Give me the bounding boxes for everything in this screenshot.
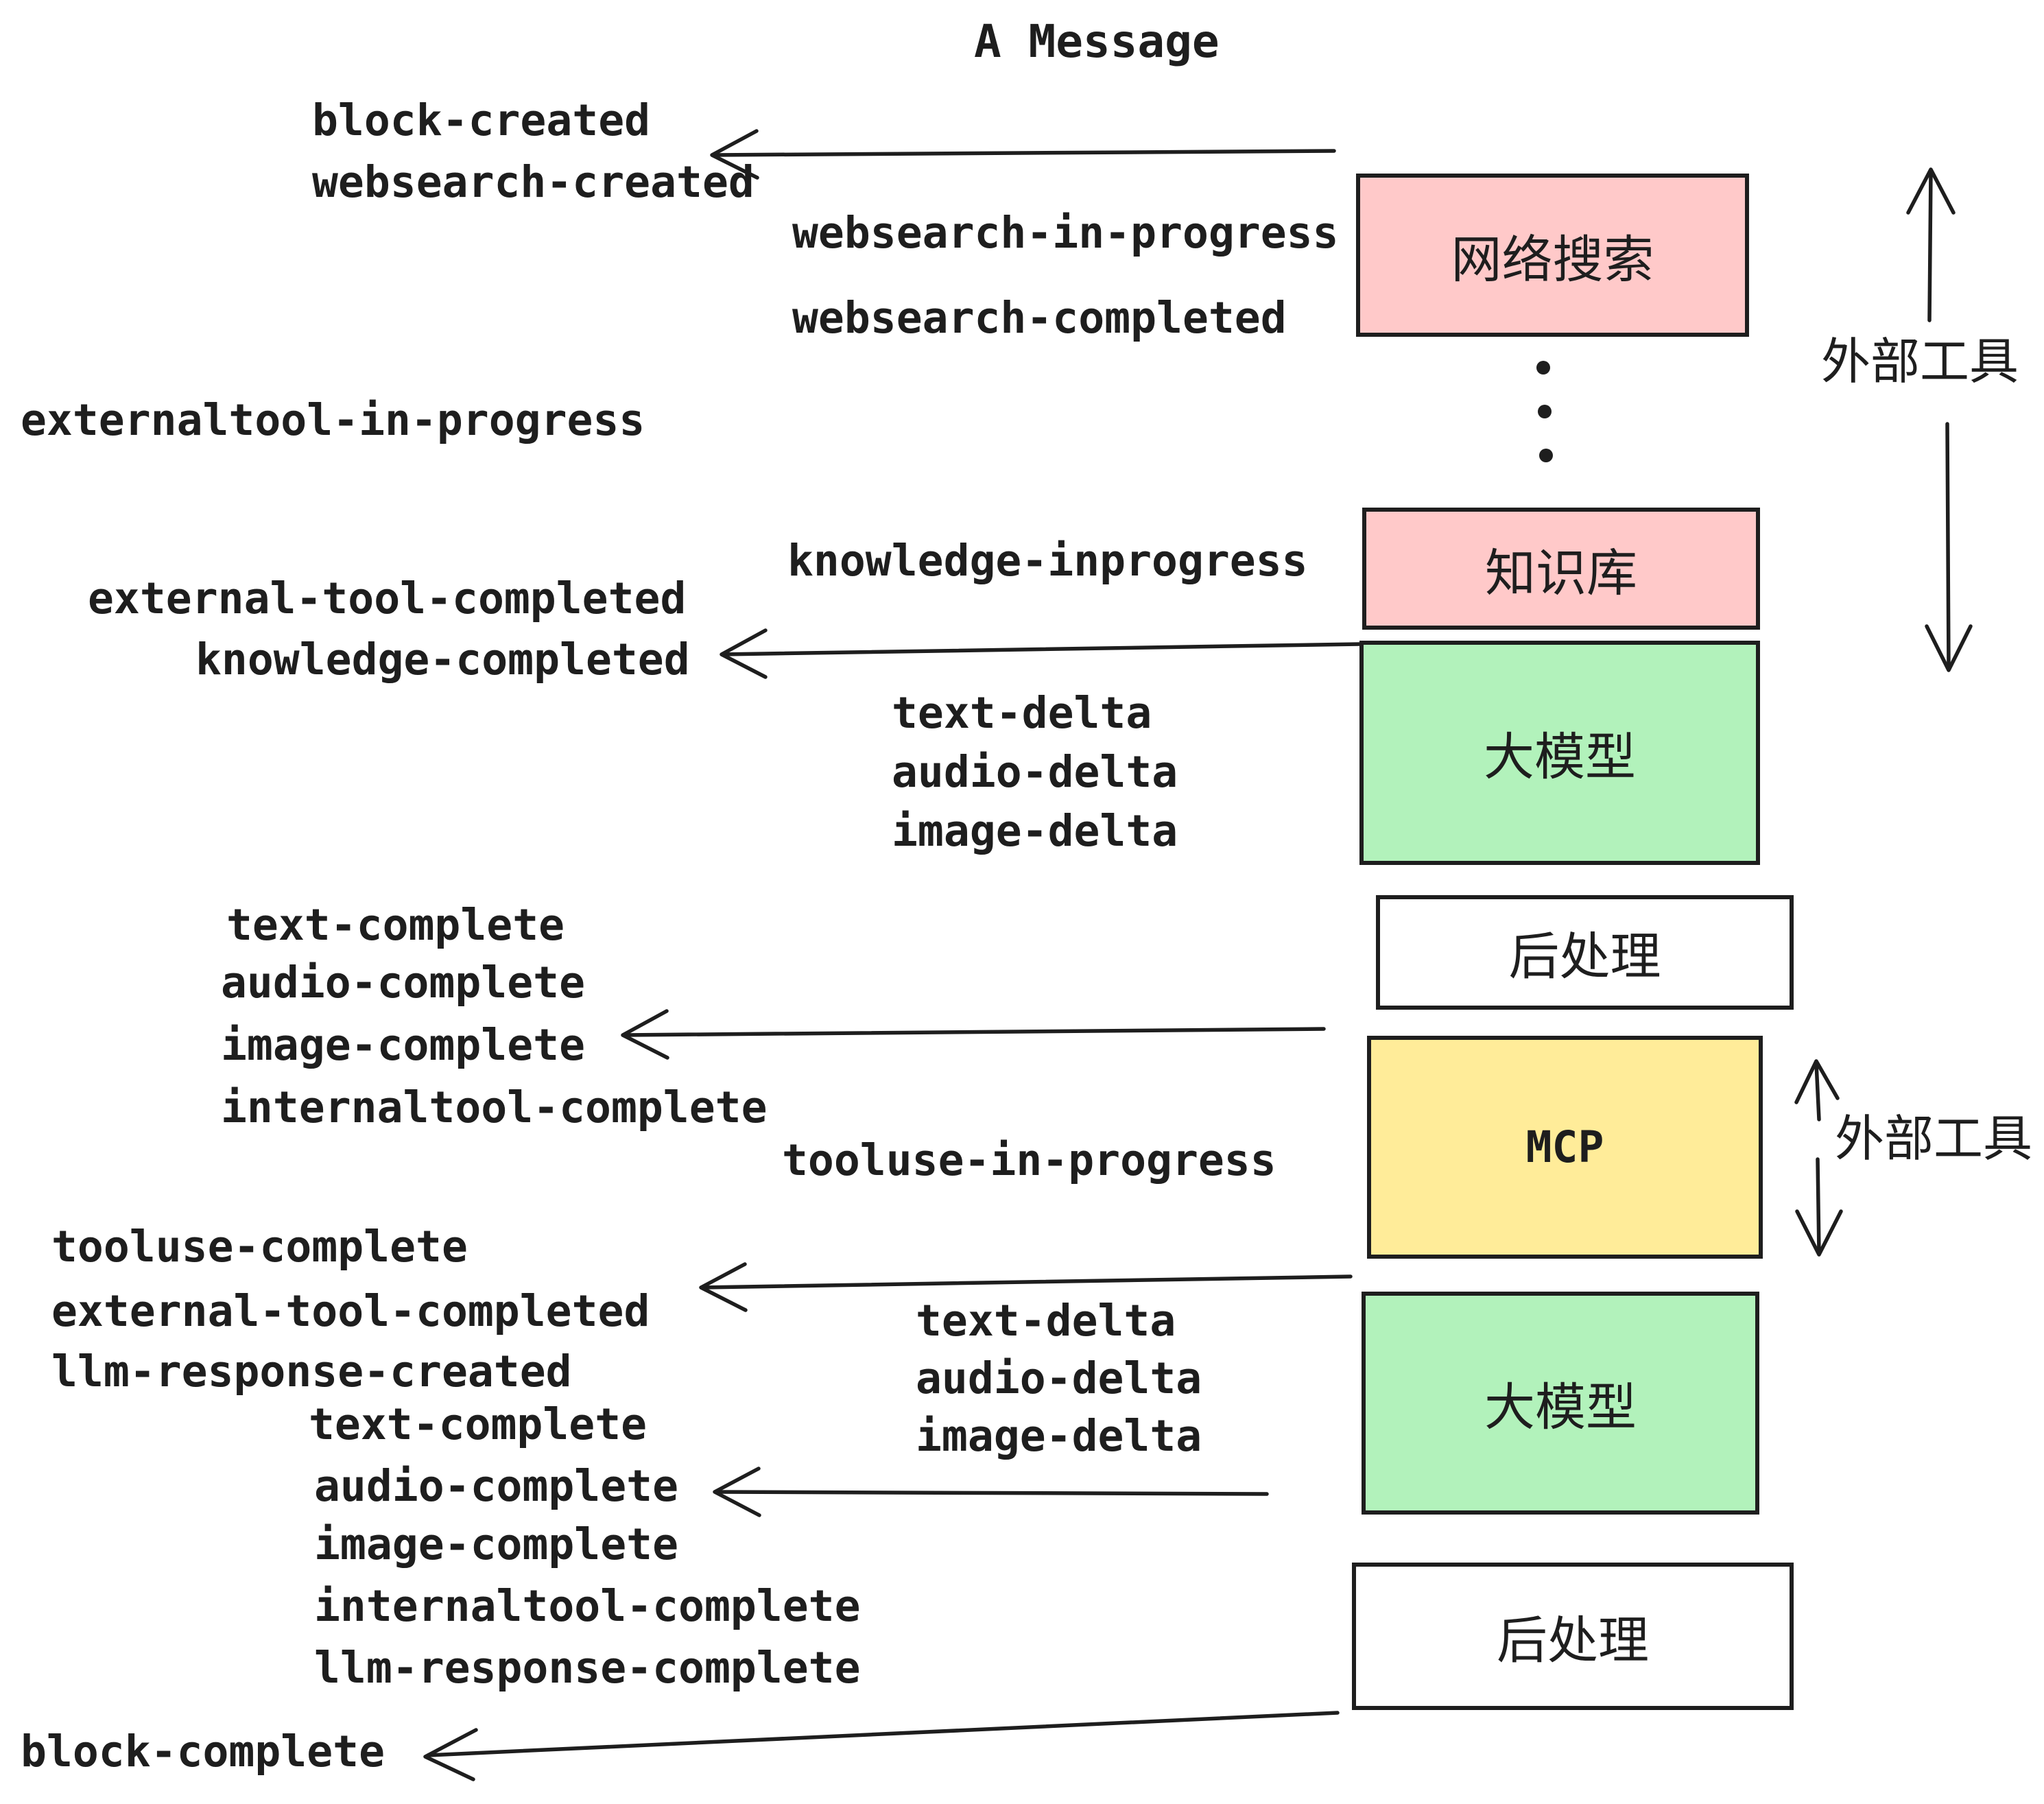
side-label-external-tools-1: 外部工具 — [1821, 335, 2019, 390]
box-knowledge-base: 知识库 — [1362, 508, 1760, 630]
event-audio-complete: audio-complete — [221, 958, 586, 1008]
box-websearch: 网络搜索 — [1356, 174, 1749, 337]
box-websearch-label: 网络搜索 — [1451, 230, 1654, 288]
box-postprocess-2-label: 后处理 — [1497, 1612, 1649, 1669]
box-postprocess-1: 后处理 — [1376, 895, 1794, 1010]
box-llm-1: 大模型 — [1359, 641, 1760, 865]
event-text-delta-2: text-delta — [916, 1296, 1176, 1346]
box-mcp-label: MCP — [1525, 1122, 1604, 1172]
event-llm-response-created: llm-response-created — [51, 1346, 572, 1397]
event-tooluse-complete: tooluse-complete — [51, 1222, 468, 1272]
event-llm-response-complete: llm-response-complete — [314, 1643, 861, 1693]
vertical-ellipsis-icon — [1536, 361, 1553, 462]
diagram-title: A Message — [974, 15, 1220, 68]
box-postprocess-2: 后处理 — [1352, 1563, 1794, 1710]
event-knowledge-completed: knowledge-completed — [195, 634, 690, 685]
box-mcp: MCP — [1367, 1036, 1763, 1259]
event-text-complete-2: text-complete — [309, 1399, 647, 1449]
event-internaltool-complete: internaltool-complete — [221, 1082, 768, 1132]
box-postprocess-1-label: 后处理 — [1508, 928, 1661, 985]
event-knowledge-inprogress: knowledge-inprogress — [787, 536, 1308, 586]
box-llm-2: 大模型 — [1362, 1292, 1759, 1515]
event-image-complete: image-complete — [221, 1020, 586, 1070]
event-image-delta-2: image-delta — [916, 1411, 1202, 1461]
side-label-external-tools-2: 外部工具 — [1835, 1112, 2033, 1167]
box-knowledge-base-label: 知识库 — [1485, 544, 1637, 602]
event-external-tool-completed: external-tool-completed — [88, 573, 687, 624]
event-externaltool-in-progress: externaltool-in-progress — [21, 395, 645, 445]
event-audio-delta: audio-delta — [892, 747, 1178, 797]
event-text-delta: text-delta — [892, 688, 1152, 738]
event-audio-complete-2: audio-complete — [314, 1461, 679, 1511]
arrow-to-audio-complete — [713, 1467, 1269, 1517]
event-websearch-in-progress: websearch-in-progress — [792, 208, 1339, 258]
box-llm-2-label: 大模型 — [1484, 1379, 1637, 1436]
event-websearch-completed: websearch-completed — [792, 293, 1287, 343]
event-tooluse-in-progress: tooluse-in-progress — [782, 1135, 1276, 1185]
event-external-tool-completed-2: external-tool-completed — [51, 1286, 650, 1336]
external-tools-up-arrow — [1906, 167, 1956, 322]
arrow-to-block-complete — [423, 1711, 1340, 1781]
event-block-created: block-created — [312, 95, 651, 145]
box-llm-1-label: 大模型 — [1484, 728, 1636, 785]
event-block-complete: block-complete — [21, 1726, 385, 1777]
arrow-to-block-created — [710, 129, 1336, 180]
event-text-complete: text-complete — [226, 900, 565, 950]
event-internaltool-complete-2: internaltool-complete — [314, 1581, 861, 1631]
arrow-to-knowledge-completed — [720, 628, 1362, 679]
event-image-complete-2: image-complete — [314, 1519, 679, 1569]
external-tools-down-arrow — [1925, 422, 1973, 672]
event-image-delta: image-delta — [892, 806, 1178, 856]
event-audio-delta-2: audio-delta — [916, 1353, 1202, 1403]
arrow-to-image-complete — [621, 1009, 1326, 1060]
event-websearch-created: websearch-created — [312, 157, 754, 207]
